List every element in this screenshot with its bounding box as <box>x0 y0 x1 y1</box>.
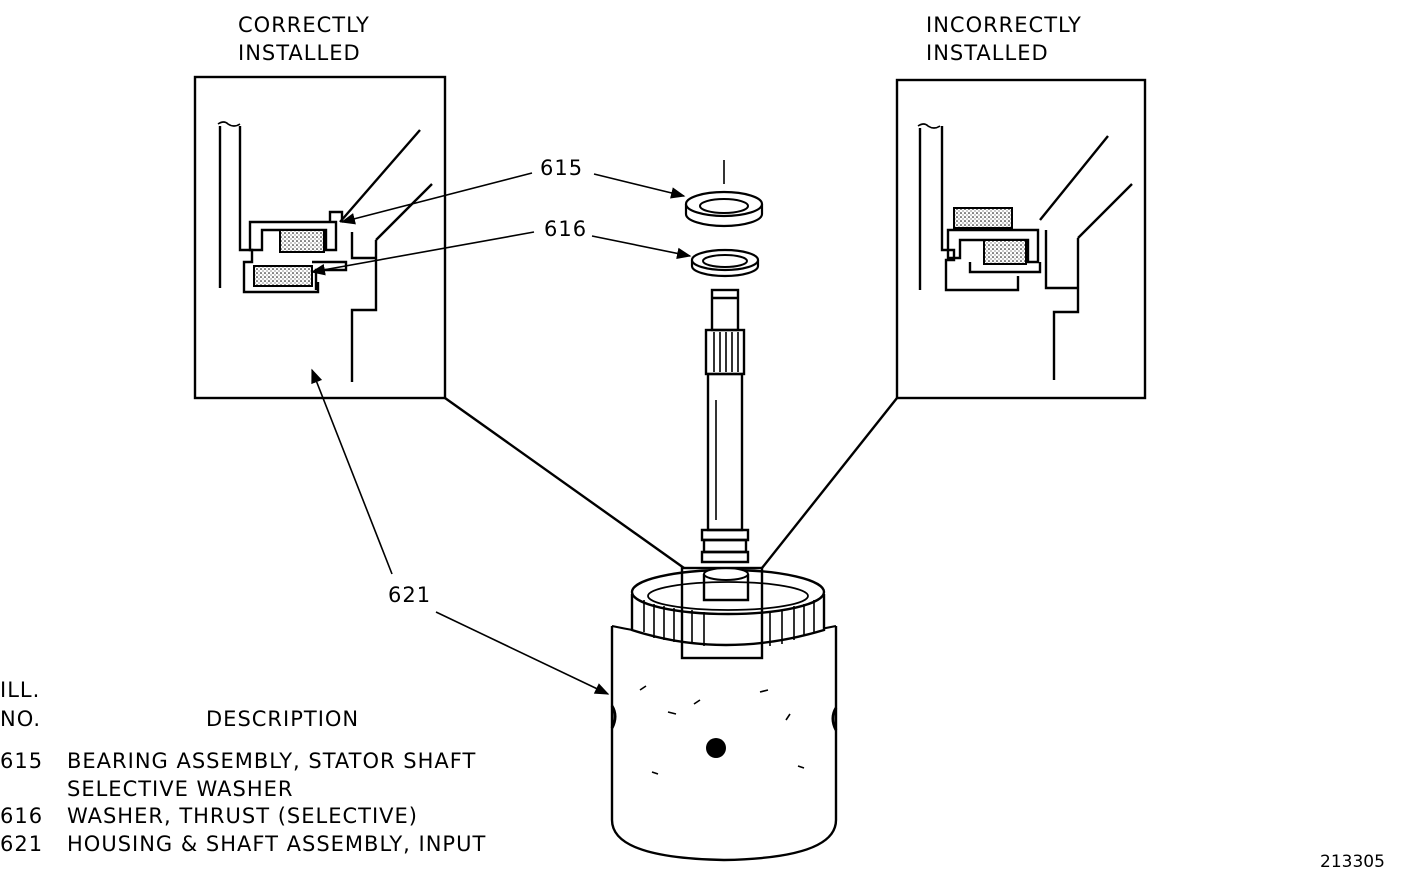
incorrect-detail-view <box>895 78 1147 400</box>
correct-detail-view <box>193 75 447 400</box>
input-shaft <box>700 288 750 564</box>
thrust-washer-616 <box>690 248 760 278</box>
legend-item-no: 616 <box>0 804 44 828</box>
legend-item-no: 615 <box>0 749 44 773</box>
input-housing-621 <box>610 567 838 862</box>
callout-616: 616 <box>544 217 587 241</box>
legend-header-no: NO. <box>0 707 42 731</box>
zoom-line-right <box>761 397 898 569</box>
housing-hole-icon <box>706 738 726 758</box>
legend-item-text: WASHER, THRUST (SELECTIVE) <box>67 804 418 828</box>
legend-item-no: 621 <box>0 832 44 856</box>
callout-621: 621 <box>388 583 431 607</box>
zoom-area <box>680 566 764 660</box>
callout-615: 615 <box>540 156 583 180</box>
correct-caption-line2: INSTALLED <box>238 41 361 65</box>
bearing-assembly-615 <box>684 160 764 228</box>
legend-item-text: SELECTIVE WASHER <box>67 777 294 801</box>
legend-header-description: DESCRIPTION <box>206 707 360 731</box>
correct-caption-line1: CORRECTLY <box>238 13 370 37</box>
legend-item-text: HOUSING & SHAFT ASSEMBLY, INPUT <box>67 832 487 856</box>
legend-header-ill: ILL. <box>0 678 41 702</box>
incorrect-caption-line1: INCORRECTLY <box>926 13 1082 37</box>
legend-item-text: BEARING ASSEMBLY, STATOR SHAFT <box>67 749 477 773</box>
figure-number: 213305 <box>1320 852 1385 872</box>
incorrect-caption-line2: INSTALLED <box>926 41 1049 65</box>
zoom-line-left <box>444 397 685 569</box>
